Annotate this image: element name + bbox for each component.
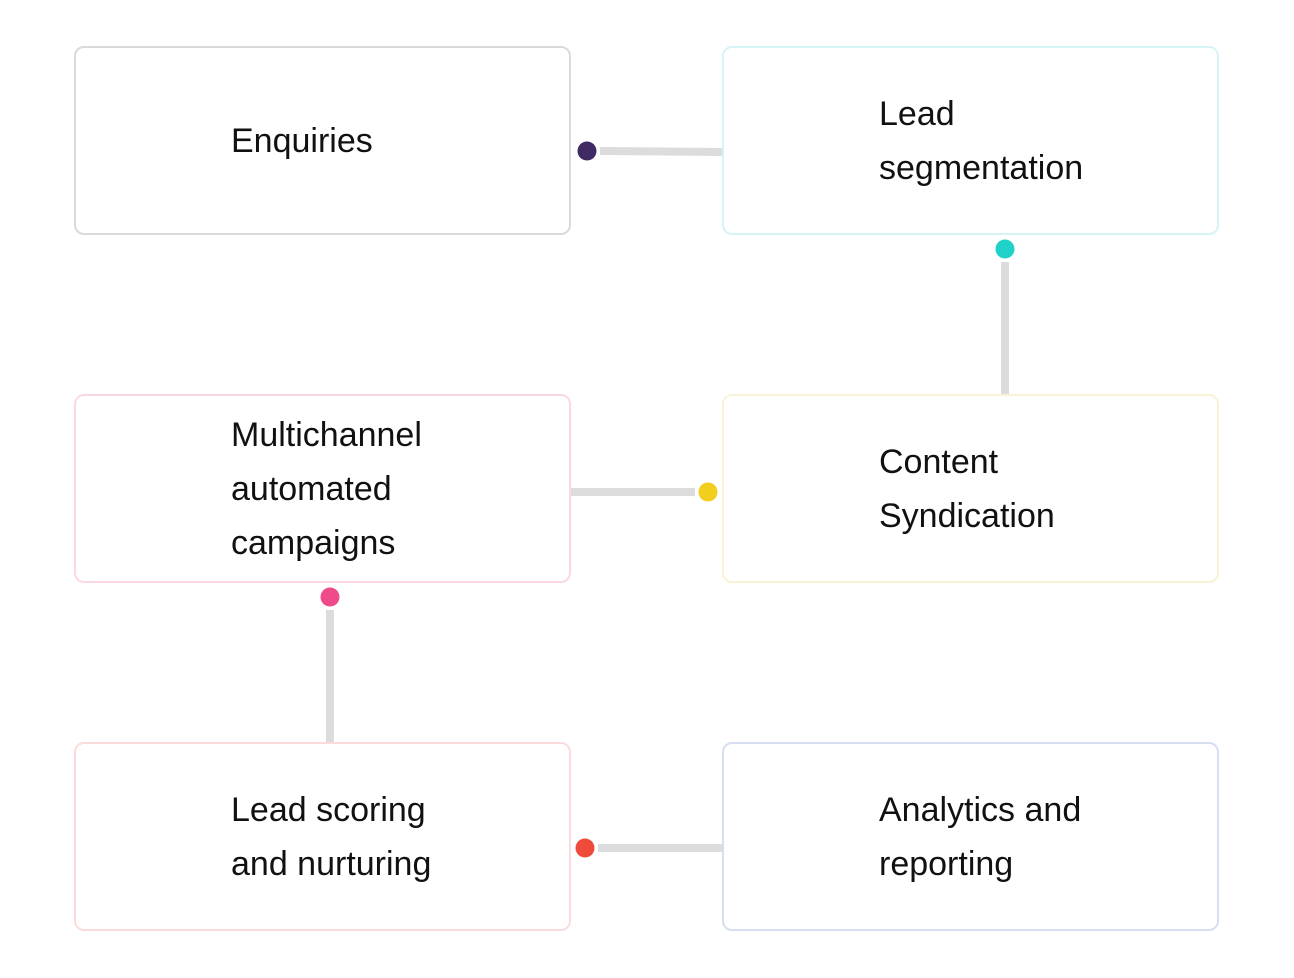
edge-dot-lead-scoring <box>575 838 595 858</box>
node-analytics-and-reporting: Analytics and reporting <box>722 742 1219 931</box>
node-multichannel-automated-campaigns: Multichannel automated campaigns <box>74 394 571 583</box>
edge-dot-lead-segmentation <box>995 239 1015 259</box>
edge-line-enquiries-lead-segmentation <box>599 147 723 156</box>
node-enquiries: Enquiries <box>74 46 571 235</box>
node-label-analytics: Analytics and reporting <box>879 790 1082 883</box>
node-label-enquiries: Enquiries <box>231 121 373 160</box>
node-label-lead-scoring: Lead scoring and nurturing <box>231 790 432 883</box>
node-lead-scoring-and-nurturing: Lead scoring and nurturing <box>74 742 571 931</box>
edge-dot-content-syndication <box>698 482 718 502</box>
node-lead-segmentation: Lead segmentation <box>722 46 1219 235</box>
node-label-lead-segmentation: Lead segmentation <box>879 94 1084 187</box>
node-label-multichannel: Multichannel automated campaigns <box>231 415 422 562</box>
edge-dot-multichannel <box>320 587 340 607</box>
node-content-syndication: Content Syndication <box>722 394 1219 583</box>
edge-dot-enquiries <box>577 141 597 161</box>
node-label-content-syndication: Content Syndication <box>879 442 1055 535</box>
